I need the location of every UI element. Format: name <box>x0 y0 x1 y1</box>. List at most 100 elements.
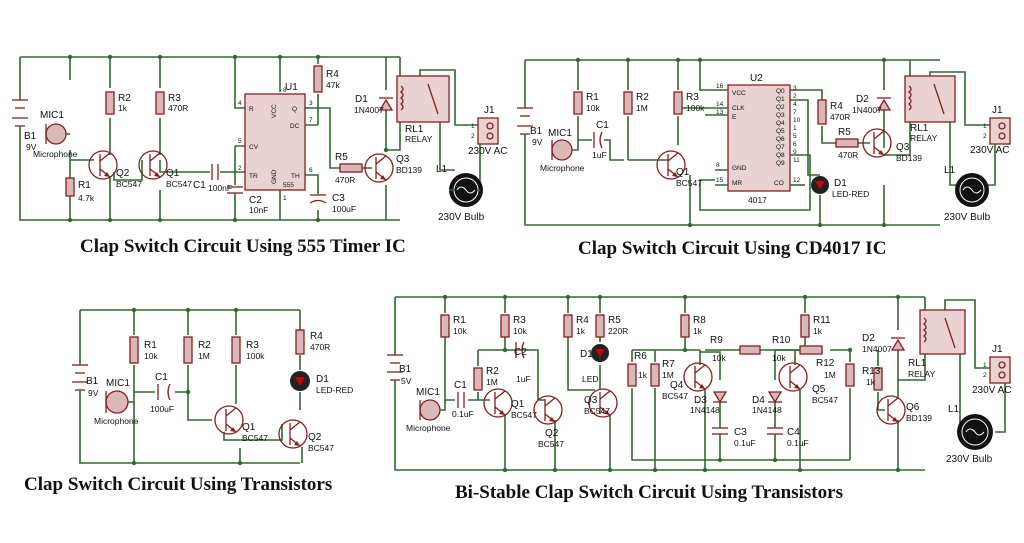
r4-value: 47k <box>326 80 340 90</box>
pin-gnd-u2: GND <box>732 165 747 172</box>
resistor-r5-c4 <box>595 314 605 338</box>
j1-pin-2: 2 <box>471 133 475 140</box>
resistor-r4-c2 <box>817 99 827 125</box>
pin-num-6-u2: 6 <box>793 141 797 148</box>
pin-mr: MR <box>732 180 742 187</box>
pin-vcc-u2: VCC <box>732 90 746 97</box>
pin-q2: Q2 <box>776 104 785 111</box>
r10-value-c4: 10k <box>772 353 786 363</box>
j1-label: J1 <box>484 105 495 116</box>
j1-pin-1: 1 <box>471 123 475 130</box>
rl1-label-c2: RL1 <box>910 123 929 134</box>
pin-th: TH <box>291 173 300 180</box>
pin-num-8-u2: 8 <box>716 162 720 169</box>
resistor-r2-c4 <box>473 367 483 391</box>
resistor-r11-c4 <box>800 314 810 338</box>
capacitor-c3: C3 100uF <box>309 193 356 214</box>
q1-label: Q1 <box>166 168 180 179</box>
j1-pin-1-c4: 1 <box>983 362 987 369</box>
r13-value-c4: 1k <box>866 377 876 387</box>
r2-value: 1k <box>118 103 128 113</box>
pin-num-1: 1 <box>283 195 287 202</box>
c1-label: C1 <box>193 180 206 191</box>
battery-b1-c2: B1 9V <box>517 107 543 170</box>
resistor-r3-c4 <box>500 314 510 338</box>
diode-d2-c2: D2 1N4007 <box>852 94 892 115</box>
mic1-label-c3: MIC1 <box>106 378 130 389</box>
d1-label-c4: D1 <box>580 349 593 360</box>
pin-cv: CV <box>249 144 259 151</box>
pin-num-3-u2: 3 <box>793 85 797 92</box>
d3-label-c4: D3 <box>694 395 707 406</box>
diode-d4-c4: D4 1N4148 <box>752 391 783 415</box>
c3-label-c4: C3 <box>734 427 747 438</box>
q3-label-c2: Q3 <box>896 142 910 153</box>
r2-label-c2: R2 <box>636 92 649 103</box>
terminal-j1: J1 1 2 230V AC <box>468 105 507 157</box>
j1-pin-1-c2: 1 <box>983 123 987 130</box>
d1-value-c3: LED-RED <box>316 385 353 395</box>
r3-label-c2: R3 <box>686 92 699 103</box>
resistor-r4-c4 <box>563 314 573 338</box>
resistor-r1-c2 <box>573 91 583 115</box>
r7-label-c4: R7 <box>662 359 675 370</box>
q3-label: Q3 <box>396 154 410 165</box>
bulb-l1: L1 230V Bulb <box>436 164 485 223</box>
r1-value-c4: 10k <box>453 326 467 336</box>
rl1-value-c4: RELAY <box>908 369 936 379</box>
pin-num-2-u2: 2 <box>793 93 797 100</box>
r5-value: 470R <box>335 175 355 185</box>
resistor-r2-c2 <box>623 91 633 115</box>
c1-label-c3: C1 <box>155 372 168 383</box>
terminal-j1-c2: J1 1 2 230V AC <box>970 105 1011 156</box>
q2-value-c4: BC547 <box>538 439 564 449</box>
q2-label: Q2 <box>116 168 130 179</box>
q1-value-c2: BC547 <box>676 178 702 188</box>
r3-value: 470R <box>168 103 188 113</box>
r1-label-c2: R1 <box>586 92 599 103</box>
transistor-q2 <box>88 150 118 180</box>
pin-num-3: 3 <box>309 100 313 107</box>
d1-label-c3: D1 <box>316 374 329 385</box>
c4-value-c4: 0.1uF <box>787 438 809 448</box>
u1-label: U1 <box>285 82 298 93</box>
l1-label: L1 <box>436 164 448 175</box>
resistor-r3-c2 <box>673 91 683 115</box>
q1-label-c2: Q1 <box>676 167 690 178</box>
rl1-value-c2: RELAY <box>910 133 938 143</box>
transistor-q2-c3 <box>278 419 308 449</box>
led-d1-c4: D1 LED <box>580 344 609 384</box>
mic1-label-c2: MIC1 <box>548 128 572 139</box>
relay-rl1: RL1 RELAY <box>396 75 450 144</box>
q2-label-c4: Q2 <box>545 428 559 439</box>
terminal-j1-c4: J1 1 2 230V AC <box>972 344 1011 396</box>
r3-value-c4: 10k <box>513 326 527 336</box>
pin-num-7-u2: 7 <box>793 109 797 116</box>
r1-label-c3: R1 <box>144 340 157 351</box>
q2-value: BC547 <box>116 179 142 189</box>
d1-label: D1 <box>355 94 368 105</box>
resistor-r7-c4 <box>650 363 660 387</box>
r7-value-c4: 1M <box>662 370 674 380</box>
r2-value-c2: 1M <box>636 103 648 113</box>
pin-clk: CLK <box>732 105 745 112</box>
pin-q4: Q4 <box>776 120 785 127</box>
pin-q8: Q8 <box>776 152 785 159</box>
r1-label: R1 <box>78 180 91 191</box>
microphone-mic1-c2: MIC1 Microphone <box>540 128 585 173</box>
c1-value-c2: 1uF <box>592 150 607 160</box>
pin-q5: Q5 <box>776 128 785 135</box>
pin-num-11: 11 <box>793 157 800 164</box>
b1-value-c3: 9V <box>88 388 99 398</box>
circuit-555-timer: B1 9V MIC1 Microphone R1 4.7k R2 1k R3 4… <box>12 54 507 257</box>
resistor-r12-c4 <box>845 363 855 387</box>
resistor-r1 <box>65 177 75 197</box>
q4-value-c4: BC547 <box>662 391 688 401</box>
transistor-q4-c4 <box>683 362 713 392</box>
ac-label-c2: 230V AC <box>970 145 1009 156</box>
c2-label: C2 <box>249 195 262 206</box>
q5-label-c4: Q5 <box>812 384 826 395</box>
r13-label-c4: R13 <box>862 366 881 377</box>
b1-value-c2: 9V <box>532 137 543 147</box>
q6-value-c4: BD139 <box>906 413 932 423</box>
